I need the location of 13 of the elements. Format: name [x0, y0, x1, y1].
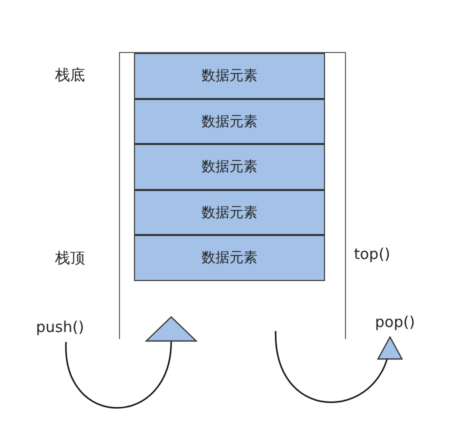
curved-arrow	[65, 316, 197, 409]
operation-label: pop()	[375, 313, 425, 335]
curved-arrow	[274, 330, 400, 403]
data-element-box: 数据元素	[134, 99, 325, 144]
data-element-box: 数据元素	[134, 144, 325, 190]
stack-container	[119, 52, 346, 339]
stack-bottom-label: 栈底	[55, 66, 85, 85]
data-element-box: 数据元素	[134, 235, 325, 281]
operation-label: top()	[354, 245, 390, 263]
stack-top-label: 栈顶	[55, 249, 85, 268]
operation-label: push()	[36, 318, 96, 340]
data-element-box: 数据元素	[134, 190, 325, 235]
data-element-box: 数据元素	[134, 53, 325, 99]
